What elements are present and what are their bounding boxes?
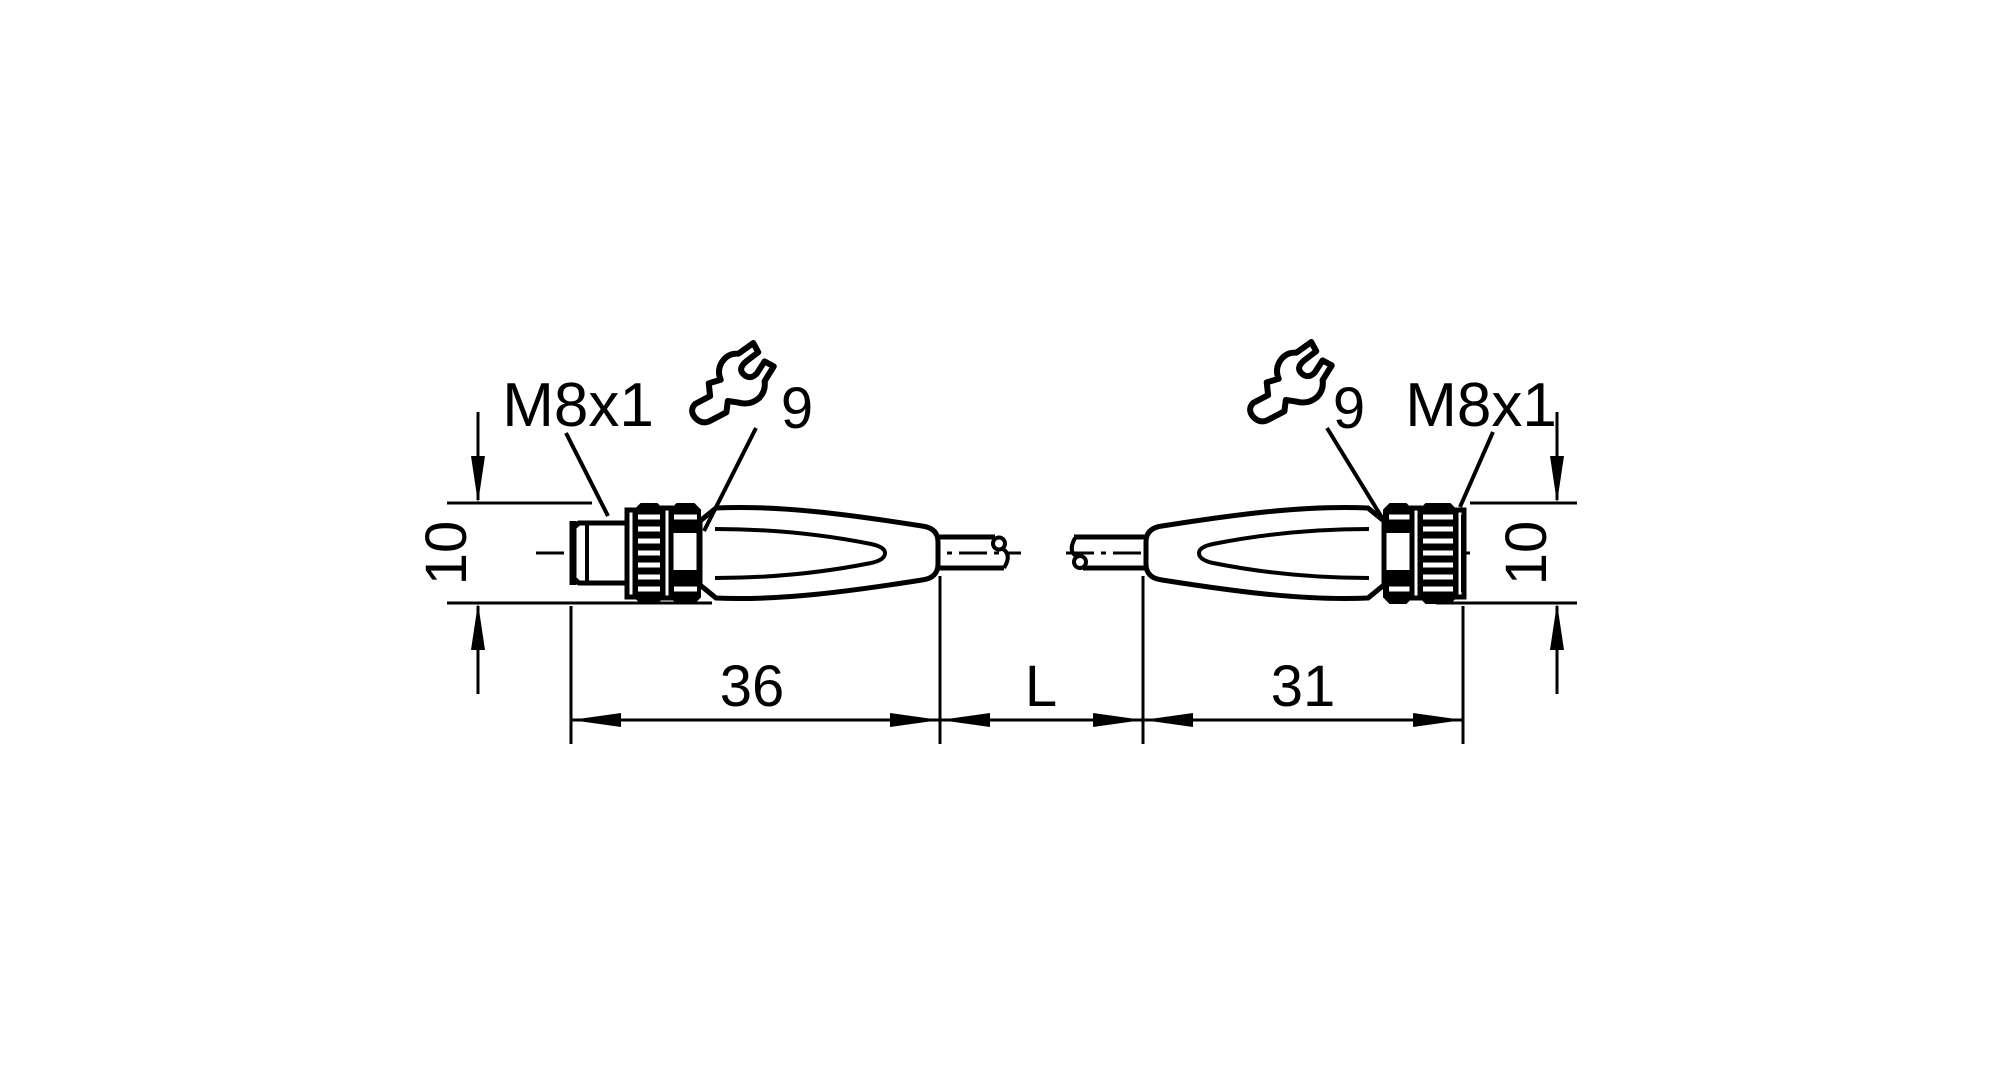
- dim-left-diameter: 10: [414, 412, 712, 694]
- wrench-icon: [680, 337, 783, 440]
- arrow-left-icon: [571, 713, 621, 727]
- arrow-right-icon: [1413, 713, 1463, 727]
- dim-right-diameter: 10: [1436, 412, 1577, 694]
- cable: [938, 534, 1148, 571]
- left-spacer-ring: [660, 505, 674, 601]
- left-collar: [624, 507, 638, 600]
- cable-length-label: L: [1025, 654, 1057, 719]
- cable-right-break-cut: [1069, 537, 1078, 558]
- cable-left-break-cut: [1001, 547, 1010, 570]
- right-diameter-label: 10: [1494, 521, 1559, 586]
- cable-left-break-curl: [991, 535, 1007, 552]
- arrow-up-icon: [1550, 603, 1564, 650]
- leader-lines: [564, 426, 1495, 532]
- arrow-right-icon: [1093, 713, 1143, 727]
- arrow-right-icon: [890, 713, 940, 727]
- arrow-left-icon: [1143, 713, 1193, 727]
- arrow-down-icon: [1550, 456, 1564, 503]
- arrow-down-icon: [471, 456, 485, 503]
- left-length-label: 36: [720, 654, 785, 719]
- left-wrench-size-label: 9: [781, 376, 813, 441]
- left-wrench-leader: [702, 427, 758, 532]
- left-flats-window: [673, 533, 697, 570]
- right-grip-inner-line: [1196, 527, 1370, 580]
- left-grip-inner-line: [714, 527, 888, 580]
- right-wrench-leader: [1325, 426, 1391, 531]
- right-thread-label: M8x1: [1405, 371, 1557, 440]
- left-connector: [569, 503, 941, 604]
- wrench-icon: [1238, 336, 1341, 439]
- right-thread-leader: [1458, 431, 1495, 508]
- left-thread-label: M8x1: [502, 371, 654, 440]
- left-thread-leader: [564, 432, 610, 517]
- right-wrench-size-label: 9: [1333, 376, 1365, 441]
- cable-right-break-curl: [1072, 554, 1088, 570]
- right-connector: [1143, 503, 1467, 604]
- arrow-up-icon: [471, 603, 485, 650]
- left-knurl-stripes: [638, 514, 660, 592]
- left-grip-body: [697, 504, 941, 602]
- right-flats-window: [1386, 533, 1410, 570]
- left-diameter-label: 10: [414, 521, 479, 586]
- left-thread-tip: [569, 520, 631, 586]
- arrow-left-icon: [940, 713, 990, 727]
- dim-lengths: 36 L 31: [569, 576, 1465, 744]
- right-grip-body: [1143, 504, 1387, 602]
- right-knurl-stripes: [1423, 514, 1453, 592]
- right-spacer-ring: [1409, 505, 1423, 601]
- right-length-label: 31: [1271, 654, 1336, 719]
